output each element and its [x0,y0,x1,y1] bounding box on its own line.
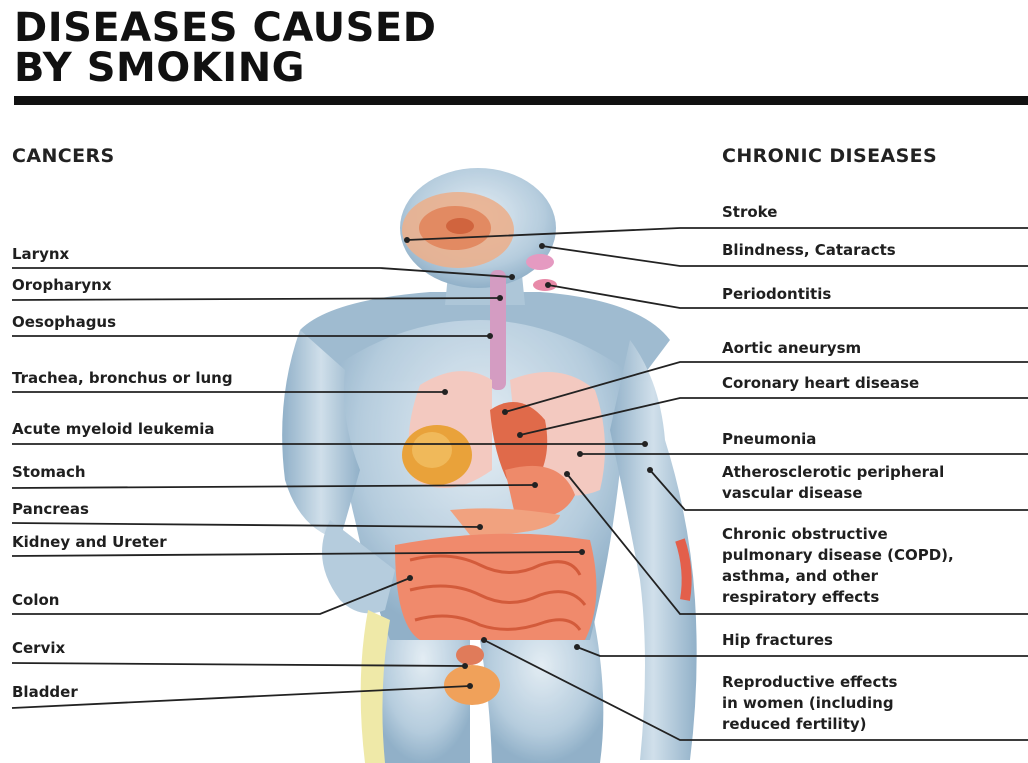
label-atherosclerotic-peripheral-vascular-disease: Atherosclerotic peripheral vascular dise… [722,462,944,504]
label-acute-myeloid-leukemia: Acute myeloid leukemia [12,419,215,440]
mouth [526,254,554,270]
label-cervix: Cervix [12,638,65,659]
label-blindness-cataracts: Blindness, Cataracts [722,240,896,261]
label-kidney-ureter: Kidney and Ureter [12,532,167,553]
label-line: in women (including [722,693,897,714]
label-line: pulmonary disease (COPD), [722,545,954,566]
label-aortic-aneurysm: Aortic aneurysm [722,338,861,359]
label-periodontitis: Periodontitis [722,284,831,305]
label-line: Stroke [722,202,777,223]
intestines [395,534,596,640]
label-bladder: Bladder [12,682,78,703]
label-line: Pneumonia [722,429,816,450]
brain [402,192,514,268]
label-line: vascular disease [722,483,944,504]
liver-highlight [412,432,452,468]
label-line: Chronic obstructive [722,524,954,545]
label-colon: Colon [12,590,59,611]
label-trachea-bronchus-lung: Trachea, bronchus or lung [12,368,233,389]
label-stroke: Stroke [722,202,777,223]
label-line: Hip fractures [722,630,833,651]
label-line: reduced fertility) [722,714,897,735]
cervix [456,645,484,665]
label-line: Periodontitis [722,284,831,305]
label-coronary-heart-disease: Coronary heart disease [722,373,919,394]
label-pancreas: Pancreas [12,499,89,520]
label-hip-fractures: Hip fractures [722,630,833,651]
label-line: Atherosclerotic peripheral [722,462,944,483]
label-line: Aortic aneurysm [722,338,861,359]
label-stomach: Stomach [12,462,86,483]
label-oropharynx: Oropharynx [12,275,112,296]
label-line: Reproductive effects [722,672,897,693]
label-oesophagus: Oesophagus [12,312,116,333]
trachea [490,270,506,390]
label-line: Coronary heart disease [722,373,919,394]
label-line: asthma, and other [722,566,954,587]
label-larynx: Larynx [12,244,69,265]
label-copd: Chronic obstructive pulmonary disease (C… [722,524,954,608]
label-pneumonia: Pneumonia [722,429,816,450]
label-line: Blindness, Cataracts [722,240,896,261]
label-reproductive-effects: Reproductive effects in women (including… [722,672,897,735]
label-line: respiratory effects [722,587,954,608]
